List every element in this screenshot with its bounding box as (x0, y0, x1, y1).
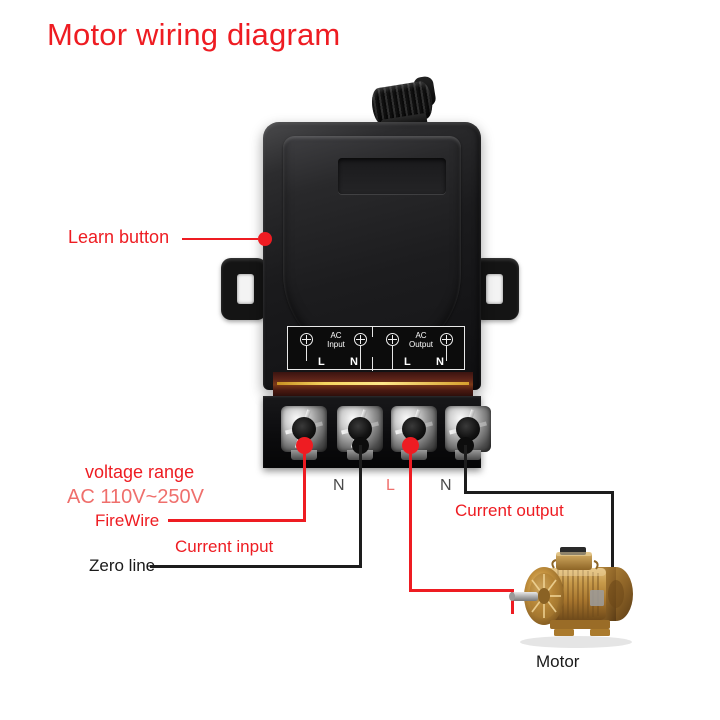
learn-button-marker (258, 232, 272, 246)
legend-ac-output: AC Output (408, 331, 433, 349)
screw-icon-output-n (440, 333, 453, 346)
voltage-range-label: voltage range (85, 462, 195, 482)
legend-ac-input: AC Input (327, 331, 345, 349)
terminal-block (263, 396, 491, 468)
wire-output-live-horizontal (409, 589, 514, 592)
device-front-panel (283, 136, 461, 362)
wire-input-live-horizontal (168, 519, 306, 522)
wire-output-live-vertical-a (409, 445, 412, 591)
wire-input-neutral-vertical (359, 445, 362, 567)
page-title: Motor wiring diagram (47, 17, 341, 52)
terminal-under-label-3: L (386, 477, 395, 494)
zero-line-label: Zero line (89, 556, 156, 575)
terminal-cover-band (273, 372, 473, 398)
mounting-ear-left (221, 258, 267, 320)
wire-input-neutral-horizontal (150, 565, 362, 568)
motor-svg (509, 547, 633, 648)
screw-icon-input-n (354, 333, 367, 346)
learn-button-leader-line (182, 238, 258, 240)
wire-output-neutral-vertical-b (611, 491, 614, 585)
wire-input-live-vertical (303, 445, 306, 521)
learn-button-label: Learn button (68, 227, 170, 247)
screw-icon-output-l (386, 333, 399, 346)
current-input-label: Current input (175, 537, 274, 556)
screw-icon-input-l (300, 333, 313, 346)
firewire-label: FireWire (95, 511, 160, 530)
legend-output-l: L (404, 356, 411, 368)
voltage-value-label: AC 110V~250V (67, 486, 204, 508)
mounting-slot-left (237, 274, 254, 304)
device-label-plate (338, 158, 446, 194)
legend-input-l: L (318, 356, 325, 368)
legend-output-n: N (436, 356, 444, 368)
terminal-under-label-4: N (440, 477, 452, 494)
motor-graphic (498, 538, 648, 648)
terminal-under-label-2: N (333, 477, 345, 494)
current-output-label: Current output (455, 501, 564, 520)
wire-output-live-vertical-b (511, 589, 514, 614)
mounting-slot-right (486, 274, 503, 304)
legend-input-n: N (350, 356, 358, 368)
wire-output-neutral-horizontal (464, 491, 614, 494)
terminal-legend-strip: AC Input AC Output L N L N (287, 326, 465, 371)
relay-receiver-device: AC Input AC Output L N L N (215, 75, 525, 488)
wire-output-neutral-vertical-a (464, 445, 467, 493)
motor-caption: Motor (536, 652, 580, 671)
